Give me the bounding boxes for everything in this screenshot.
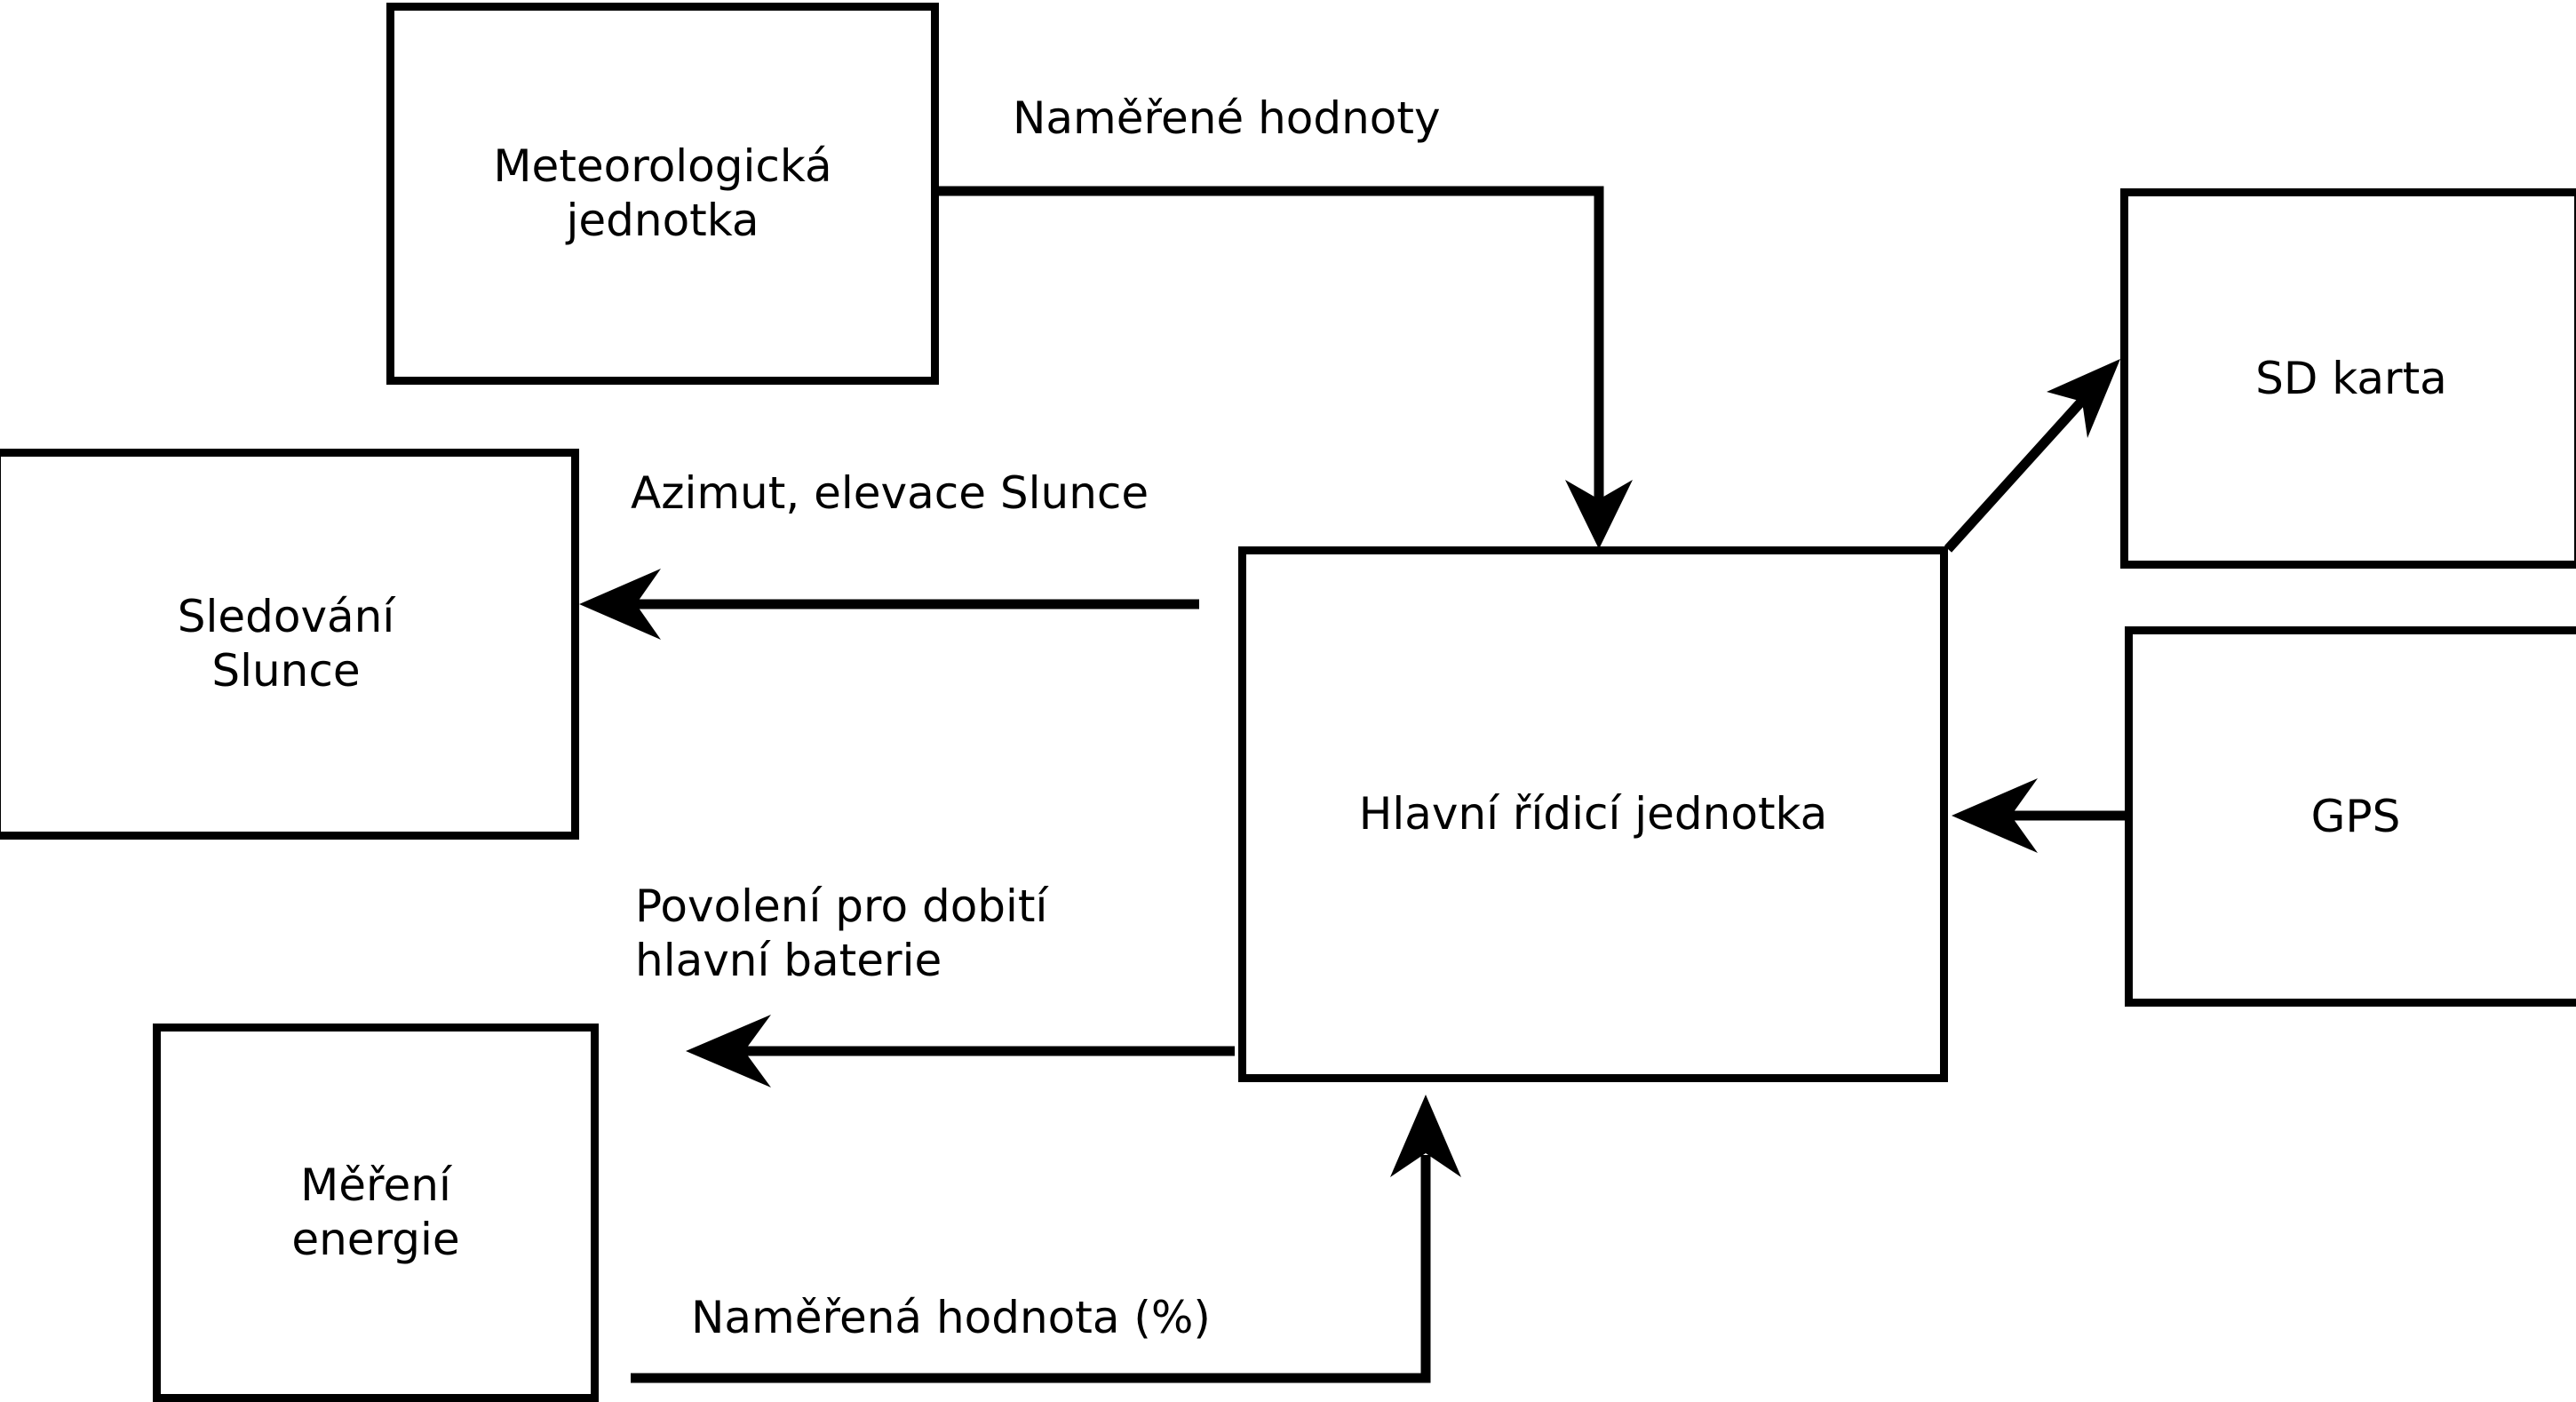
node-label: SD karta: [2255, 352, 2447, 404]
node-meteorologicka-jednotka[interactable]: Meteorologická jednotka: [386, 3, 939, 385]
connector-mereni-to-hlavni: [631, 1095, 1461, 1383]
edge-label-namerene-hodnoty: Naměřené hodnoty: [1013, 92, 1441, 144]
node-mereni-energie[interactable]: Měření energie: [153, 1024, 599, 1402]
node-sledovani-slunce[interactable]: Sledování Slunce: [0, 449, 579, 840]
node-label: Sledování Slunce: [177, 591, 395, 697]
node-label: GPS: [2310, 790, 2401, 842]
connector-gps-to-hlavni: [1952, 778, 2125, 853]
connector-hlavni-to-sledovani: [579, 569, 1199, 640]
node-label: Hlavní řídicí jednotka: [1358, 788, 1828, 840]
edge-label-povoleni-pro-dobiti-hlavni-baterie: Povolení pro dobití hlavní baterie: [635, 880, 1048, 986]
edge-label-namerena-hodnota-procenta: Naměřená hodnota (%): [691, 1292, 1211, 1343]
node-label: Měření energie: [291, 1159, 460, 1265]
node-hlavni-ridici-jednotka[interactable]: Hlavní řídicí jednotka: [1238, 546, 1948, 1082]
connector-hlavni-to-sd: [1944, 359, 2120, 553]
edge-label-azimut-elevace-slunce: Azimut, elevace Slunce: [631, 467, 1149, 519]
node-gps[interactable]: GPS: [2125, 626, 2576, 1007]
node-sd-karta[interactable]: SD karta: [2120, 188, 2576, 569]
connector-meteo-to-hlavni: [939, 186, 1633, 549]
connector-hlavni-to-mereni: [686, 1015, 1235, 1087]
node-label: Meteorologická jednotka: [493, 140, 832, 246]
